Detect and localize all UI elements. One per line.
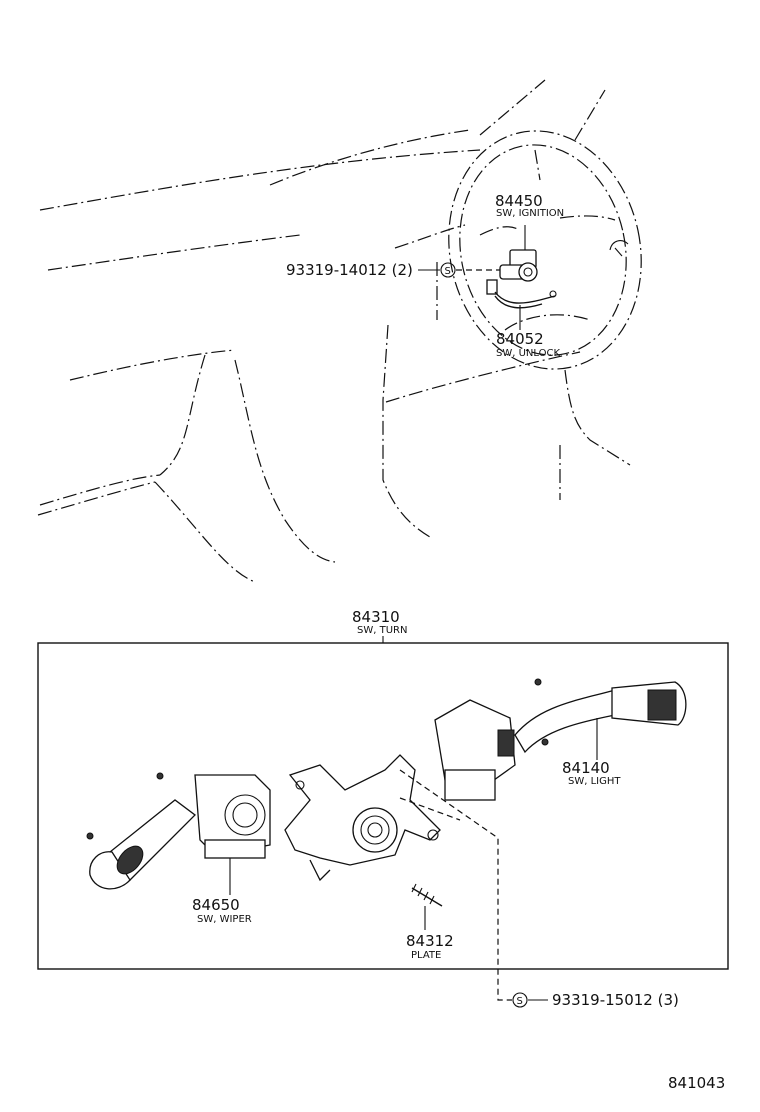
part-name-light: SW, LIGHT (568, 776, 621, 787)
part-name-plate: PLATE (411, 950, 441, 961)
ignition-switch (499, 225, 538, 282)
wiper-switch (86, 772, 271, 895)
screw-symbol-1: S (445, 266, 451, 277)
plate-part (411, 883, 443, 930)
part-name-unlock: SW, UNLOCK (496, 348, 560, 359)
light-switch (434, 678, 687, 801)
steering-wheel (448, 130, 642, 370)
screw-ref-14012: 93319-14012 (2) (286, 261, 413, 279)
part-number-84450: 84450 (495, 192, 543, 210)
screw-symbol-circle-2 (512, 992, 528, 1008)
part-name-ignition: SW, IGNITION (496, 208, 564, 219)
part-number-84310: 84310 (352, 608, 400, 626)
combination-switch-body (284, 754, 441, 882)
figure-id: 841043 (668, 1074, 725, 1092)
part-number-84650: 84650 (192, 896, 240, 914)
dashboard-outline (37, 79, 631, 583)
screw-ref-15012: 93319-15012 (3) (552, 991, 679, 1009)
part-number-84052: 84052 (496, 330, 544, 348)
screw-symbol-circle (440, 262, 456, 278)
part-name-turn: SW, TURN (357, 625, 407, 636)
part-name-wiper: SW, WIPER (197, 914, 252, 925)
screw-symbol-2: S (517, 996, 523, 1007)
assembly-box (37, 642, 729, 970)
part-number-84312: 84312 (406, 932, 454, 950)
part-number-84140: 84140 (562, 759, 610, 777)
unlock-switch (486, 279, 557, 330)
